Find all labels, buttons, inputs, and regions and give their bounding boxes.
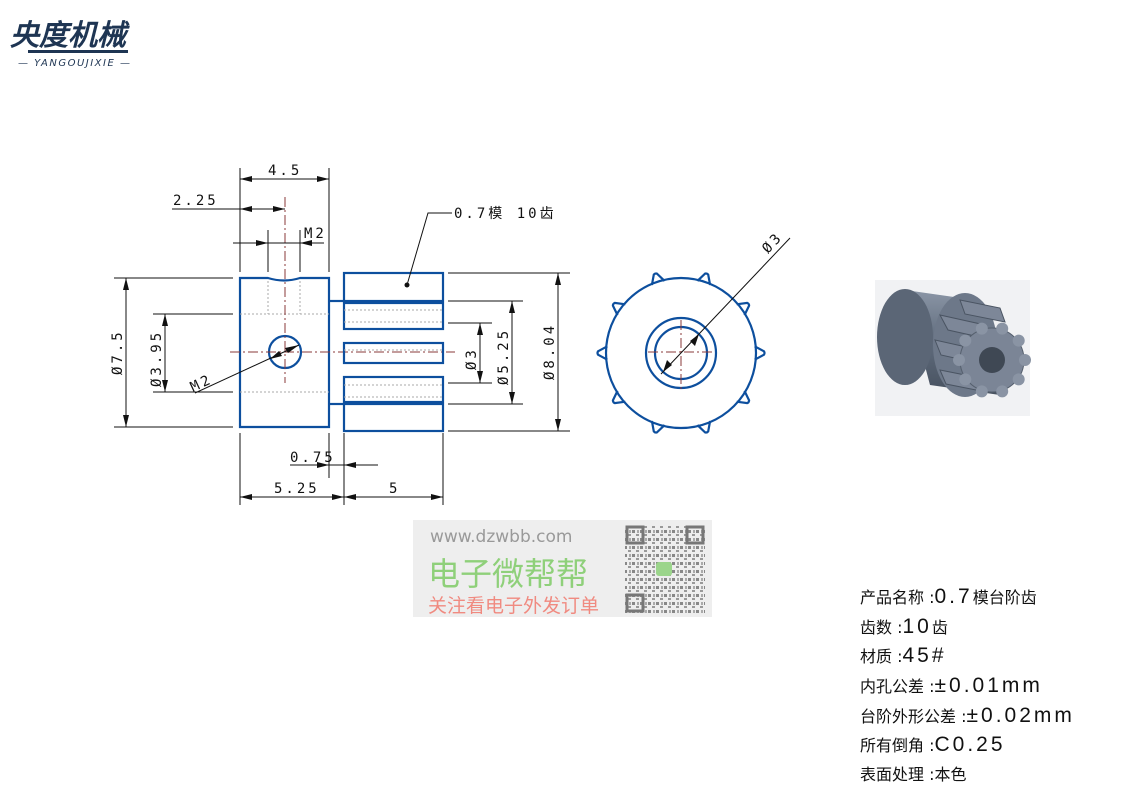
spec-value: 10	[902, 615, 931, 638]
dim-gap: 0.75	[290, 450, 336, 466]
spec-suffix: 齿	[932, 618, 948, 637]
svg-text:齿数 :10齿: 齿数 :10齿	[860, 615, 948, 638]
dim-width-hub: 4.5	[268, 163, 302, 179]
side-view: 4.5 2.25 M2 Ø7.5 Ø3.95 M2 0.7模 10齿	[110, 163, 570, 505]
gear-3d-render	[875, 280, 1031, 416]
spec-value: ±0.02mm	[966, 704, 1074, 727]
gear-3d-tooth	[996, 322, 1009, 335]
dim-hub-length: 5.25	[274, 481, 320, 497]
gear-3d-tooth	[959, 373, 972, 386]
gear-tooth	[611, 301, 626, 316]
svg-text:所有倒角 :C0.25: 所有倒角 :C0.25	[860, 733, 1006, 756]
gear-3d-tooth	[953, 354, 965, 366]
gear-tooth	[736, 301, 751, 316]
spec-suffix: 本色	[934, 765, 966, 784]
gear-3d-tooth	[975, 385, 988, 398]
dim-hole-offset: 2.25	[173, 193, 219, 209]
gear-3d-tooth	[1012, 373, 1025, 386]
dim-front-bore: Ø3	[759, 229, 786, 257]
gear-3d-tooth	[1012, 334, 1025, 347]
dim-gear-length: 5	[389, 481, 400, 497]
dim-hub-diameter: Ø7.5	[110, 329, 126, 375]
watermark-brand: 电子微帮帮	[428, 555, 588, 593]
dim-hole-pattern-diameter: Ø3.95	[149, 330, 165, 387]
spec-label: 表面处理 :	[860, 765, 934, 784]
watermark-url: www.dzwbb.com	[430, 527, 572, 547]
spec-value: 0.7	[934, 585, 972, 608]
spec-label: 齿数 :	[860, 618, 902, 637]
gear-side-outline	[342, 271, 445, 433]
spec-label: 材质 :	[860, 647, 902, 666]
company-logo: 央度机械 — YANGOUJIXIE —	[10, 18, 131, 69]
gear-3d-tooth	[1019, 354, 1031, 366]
logo-cn: 央度机械	[10, 18, 130, 52]
gear-note: 0.7模 10齿	[454, 206, 557, 222]
spec-row: 所有倒角 :C0.25	[860, 733, 1006, 756]
gear-tip-circle	[604, 276, 758, 430]
svg-text:台阶外形公差 :±0.02mm: 台阶外形公差 :±0.02mm	[860, 704, 1075, 727]
logo-bar	[28, 50, 128, 53]
svg-text:表面处理 :本色: 表面处理 :本色	[860, 765, 967, 784]
gear-teeth	[596, 272, 766, 434]
logo-en: — YANGOUJIXIE —	[18, 58, 131, 69]
spec-label: 台阶外形公差 :	[860, 707, 966, 726]
gear-tooth	[736, 390, 751, 405]
spec-suffix: 模台阶齿	[973, 588, 1037, 607]
watermark-slogan: 关注看电子外发订单	[428, 595, 599, 617]
svg-text:内孔公差 :±0.01mm: 内孔公差 :±0.01mm	[860, 674, 1043, 697]
gear-tooth	[611, 390, 626, 405]
spec-value: 45#	[902, 644, 946, 667]
dim-bore: Ø3	[464, 347, 480, 370]
spec-row: 表面处理 :本色	[860, 765, 967, 784]
gear-tooth	[596, 345, 608, 361]
spec-label: 产品名称 :	[860, 588, 934, 607]
gear-tooth	[650, 272, 666, 286]
spec-row: 齿数 :10齿	[860, 615, 948, 638]
gear-tooth	[754, 345, 766, 361]
spec-value: ±0.01mm	[934, 674, 1042, 697]
spec-row: 材质 :45#	[860, 644, 947, 667]
gear-tooth	[696, 272, 712, 286]
front-view: Ø3	[596, 229, 791, 434]
spec-label: 内孔公差 :	[860, 677, 934, 696]
spec-row: 内孔公差 :±0.01mm	[860, 674, 1043, 697]
spec-value: C0.25	[934, 733, 1005, 756]
spec-row: 产品名称 :0.7模台阶齿	[860, 585, 1037, 608]
gear-tooth	[650, 420, 666, 434]
dim-tip-diameter: Ø8.04	[542, 323, 558, 380]
svg-text:产品名称 :0.7模台阶齿: 产品名称 :0.7模台阶齿	[860, 585, 1037, 608]
gear-tooth	[696, 420, 712, 434]
spec-list: 产品名称 :0.7模台阶齿 齿数 :10齿 材质 :45# 内孔公差 :±0.0…	[860, 585, 1075, 784]
gear-3d-tooth	[996, 385, 1009, 398]
dim-thread-top: M2	[304, 226, 327, 242]
dim-root-diameter: Ø5.25	[496, 328, 512, 385]
svg-text:材质 :45#: 材质 :45#	[860, 644, 947, 667]
gear-3d-tooth	[975, 322, 988, 335]
spec-label: 所有倒角 :	[860, 736, 934, 755]
gear-3d-tooth	[959, 334, 972, 347]
spec-row: 台阶外形公差 :±0.02mm	[860, 704, 1075, 727]
watermark: www.dzwbb.com 电子微帮帮 关注看电子外发订单	[413, 520, 712, 617]
